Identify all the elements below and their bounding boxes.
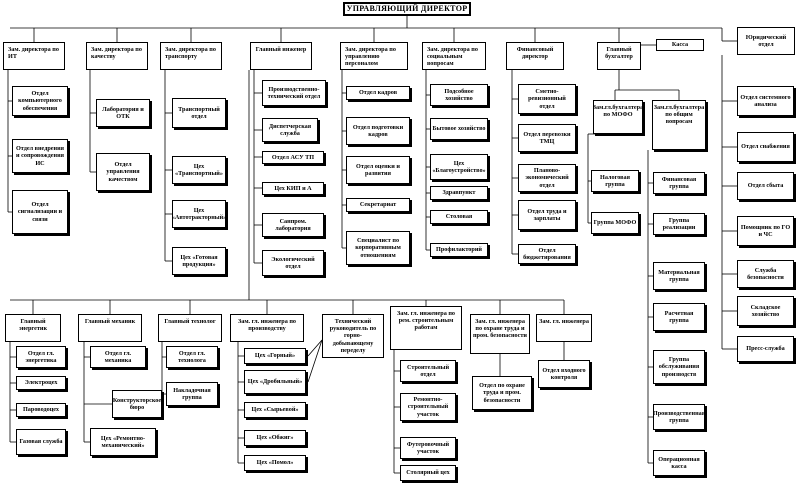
engineer-unit-pto: Производственно-технический отдел xyxy=(262,80,326,106)
right-unit-sales: Отдел сбыта xyxy=(737,172,794,200)
legal-box: Юридический отдел xyxy=(737,27,795,55)
right-unit-supply: Отдел снабжения xyxy=(737,132,794,162)
head-mining: Технический руководитель по горно-добыва… xyxy=(322,314,384,358)
personnel-unit-corporate: Специалист по корпоративным отношениям xyxy=(346,231,410,265)
production-unit-firing: Цех «Обжиг» xyxy=(244,430,306,446)
connector-line xyxy=(307,339,323,383)
social-unit-landscaping: Цех «Благоустройство» xyxy=(430,154,488,180)
finance-unit-tmc: Отдел перевозки ТМЦ xyxy=(518,124,576,152)
head-chief-accountant: Главный бухгалтер xyxy=(597,42,641,70)
right-unit-civil-defense: Помощник по ГО и ЧС xyxy=(737,216,794,246)
accounting-tax-group: Налоговая группа xyxy=(591,170,639,192)
head-finance: Финансовый директор xyxy=(506,42,564,70)
engineer-unit-dispatch: Диспетчерская служба xyxy=(262,118,318,142)
it-unit-software: Отдел компьютерного обеспечения xyxy=(12,86,68,116)
social-unit-health: Здравпункт xyxy=(430,186,488,200)
head-transport: Зам. директора по транспорту xyxy=(160,42,222,70)
accounting-material-group: Материальная группа xyxy=(653,262,705,290)
quality-unit-lab: Лаборатория и ОТК xyxy=(96,99,150,127)
personnel-unit-assessment: Отдел оценки и развития xyxy=(346,156,410,184)
tech-unit-dept: Отдел гл. технолога xyxy=(166,346,218,368)
right-unit-analysis: Отдел системного анализа xyxy=(737,86,794,116)
transport-unit-auto: Цех «Автотракторный» xyxy=(172,200,226,228)
engineer-unit-asu: Отдел АСУ ТП xyxy=(262,151,324,164)
right-unit-press: Пресс-служба xyxy=(737,336,794,362)
accounting-settlement-group: Расчетная группа xyxy=(653,303,705,331)
mechanic-unit-dept: Отдел гл. механика xyxy=(90,346,146,368)
accounting-cash-desk: Операционная касса xyxy=(653,450,705,476)
energy-unit-gas: Газовая служба xyxy=(16,429,66,455)
production-unit-raw: Цех «Сырьевой» xyxy=(244,402,306,418)
social-unit-canteen: Столовая xyxy=(430,210,488,224)
right-unit-security: Служба безопасности xyxy=(737,260,794,288)
mechanic-unit-repair: Цех «Ремонтно-механический» xyxy=(90,428,156,456)
finance-unit-budget: Отдел бюджетирования xyxy=(518,244,576,264)
accounting-sales-group: Группа реализации xyxy=(653,213,705,235)
head-mechanic: Главный механик xyxy=(78,314,142,342)
accounting-mofo-deputy: Зам.гл.бухгалтера по МОФО xyxy=(593,100,643,134)
head-it: Зам. директора по ИТ xyxy=(3,42,65,70)
head-safety: Зам. гл. инженера по охране труда и пром… xyxy=(470,314,530,354)
production-unit-mining: Цех «Горный» xyxy=(244,348,306,364)
safety-unit-dept: Отдел по охране труда и пром. безопаснос… xyxy=(472,376,532,410)
it-unit-is: Отдел внедрения и сопровождения ИС xyxy=(12,139,68,173)
accounting-production-group: Производственная группа xyxy=(653,404,705,430)
right-unit-warehouse: Складское хозяйство xyxy=(737,296,794,326)
engineer-unit-lab: Санпром. лаборатория xyxy=(262,213,324,237)
transport-unit-products: Цех «Готовая продукция» xyxy=(172,247,226,275)
accounting-finance-group: Финансовая группа xyxy=(653,172,705,194)
repair-unit-site: Ремонтно-строительный участок xyxy=(400,393,456,421)
director-box: УПРАВЛЯЮЩИЙ ДИРЕКТОР xyxy=(343,2,471,16)
energy-unit-electric: Электроцех xyxy=(16,376,66,390)
finance-unit-labor: Отдел труда и зарплаты xyxy=(518,200,576,230)
head-production: Зам. гл. инженера по производству xyxy=(230,314,304,342)
social-unit-household: Бытовое хозяйство xyxy=(430,118,488,140)
energy-unit-dept: Отдел гл. энергетика xyxy=(16,346,66,368)
repair-unit-construction: Строительный отдел xyxy=(400,360,456,382)
transport-unit-dept: Транспортный отдел xyxy=(172,98,226,128)
accounting-service-group: Группа обслуживания производств xyxy=(653,350,705,384)
energy-unit-steam: Пароводоцех xyxy=(16,403,66,417)
head-quality: Зам. директора по качеству xyxy=(86,42,148,70)
cashier-box: Касса xyxy=(656,39,704,51)
head-deputy: Зам. гл. инженера xyxy=(536,314,592,342)
finance-unit-planning: Планово-экономический отдел xyxy=(518,164,576,192)
social-unit-farm: Подсобное хозяйство xyxy=(430,84,488,106)
quality-unit-management: Отдел управления качеством xyxy=(96,153,150,191)
head-repair: Зам. гл. инженера по рем. строительным р… xyxy=(390,306,462,350)
engineer-unit-eco: Экологический отдел xyxy=(262,250,324,276)
accounting-mofo-group: Группа МОФО xyxy=(591,212,639,234)
deputy-unit-incoming: Отдел входного контроля xyxy=(538,360,590,388)
personnel-unit-hr: Отдел кадров xyxy=(346,86,410,100)
it-unit-signals: Отдел сигнализации и связи xyxy=(12,190,68,234)
finance-unit-audit: Сметно-ревизионный отдел xyxy=(518,84,576,114)
mechanic-unit-design: Конструкторское бюро xyxy=(112,390,162,418)
head-technologist: Главный технолог xyxy=(158,314,222,342)
engineer-unit-kip: Цех КИП и А xyxy=(262,182,324,195)
social-unit-sanatorium: Профилакторий xyxy=(430,243,488,257)
head-social: Зам. директора по социальным вопросам xyxy=(422,42,486,70)
accounting-general-deputy: Зам.гл.бухгалтера по общим вопросам xyxy=(652,100,706,150)
production-unit-crushing: Цех «Дробильный» xyxy=(244,370,306,394)
head-personnel: Зам. директора по управлению персоналом xyxy=(340,42,408,70)
repair-unit-carpentry: Столярный цех xyxy=(400,465,456,481)
head-chief-engineer: Главный инженер xyxy=(250,42,312,70)
head-energy: Главный энергетик xyxy=(5,314,61,342)
production-unit-grinding: Цех «Помол» xyxy=(244,455,306,471)
repair-unit-lining-site: Футеровочный участок xyxy=(400,437,456,459)
personnel-unit-training: Отдел подготовки кадров xyxy=(346,117,410,145)
transport-unit-shop: Цех «Транспортный» xyxy=(172,156,226,184)
personnel-unit-secretariat: Секретариат xyxy=(346,198,410,212)
tech-unit-lining: Накладочная группа xyxy=(166,382,218,406)
connector-line xyxy=(307,339,323,357)
